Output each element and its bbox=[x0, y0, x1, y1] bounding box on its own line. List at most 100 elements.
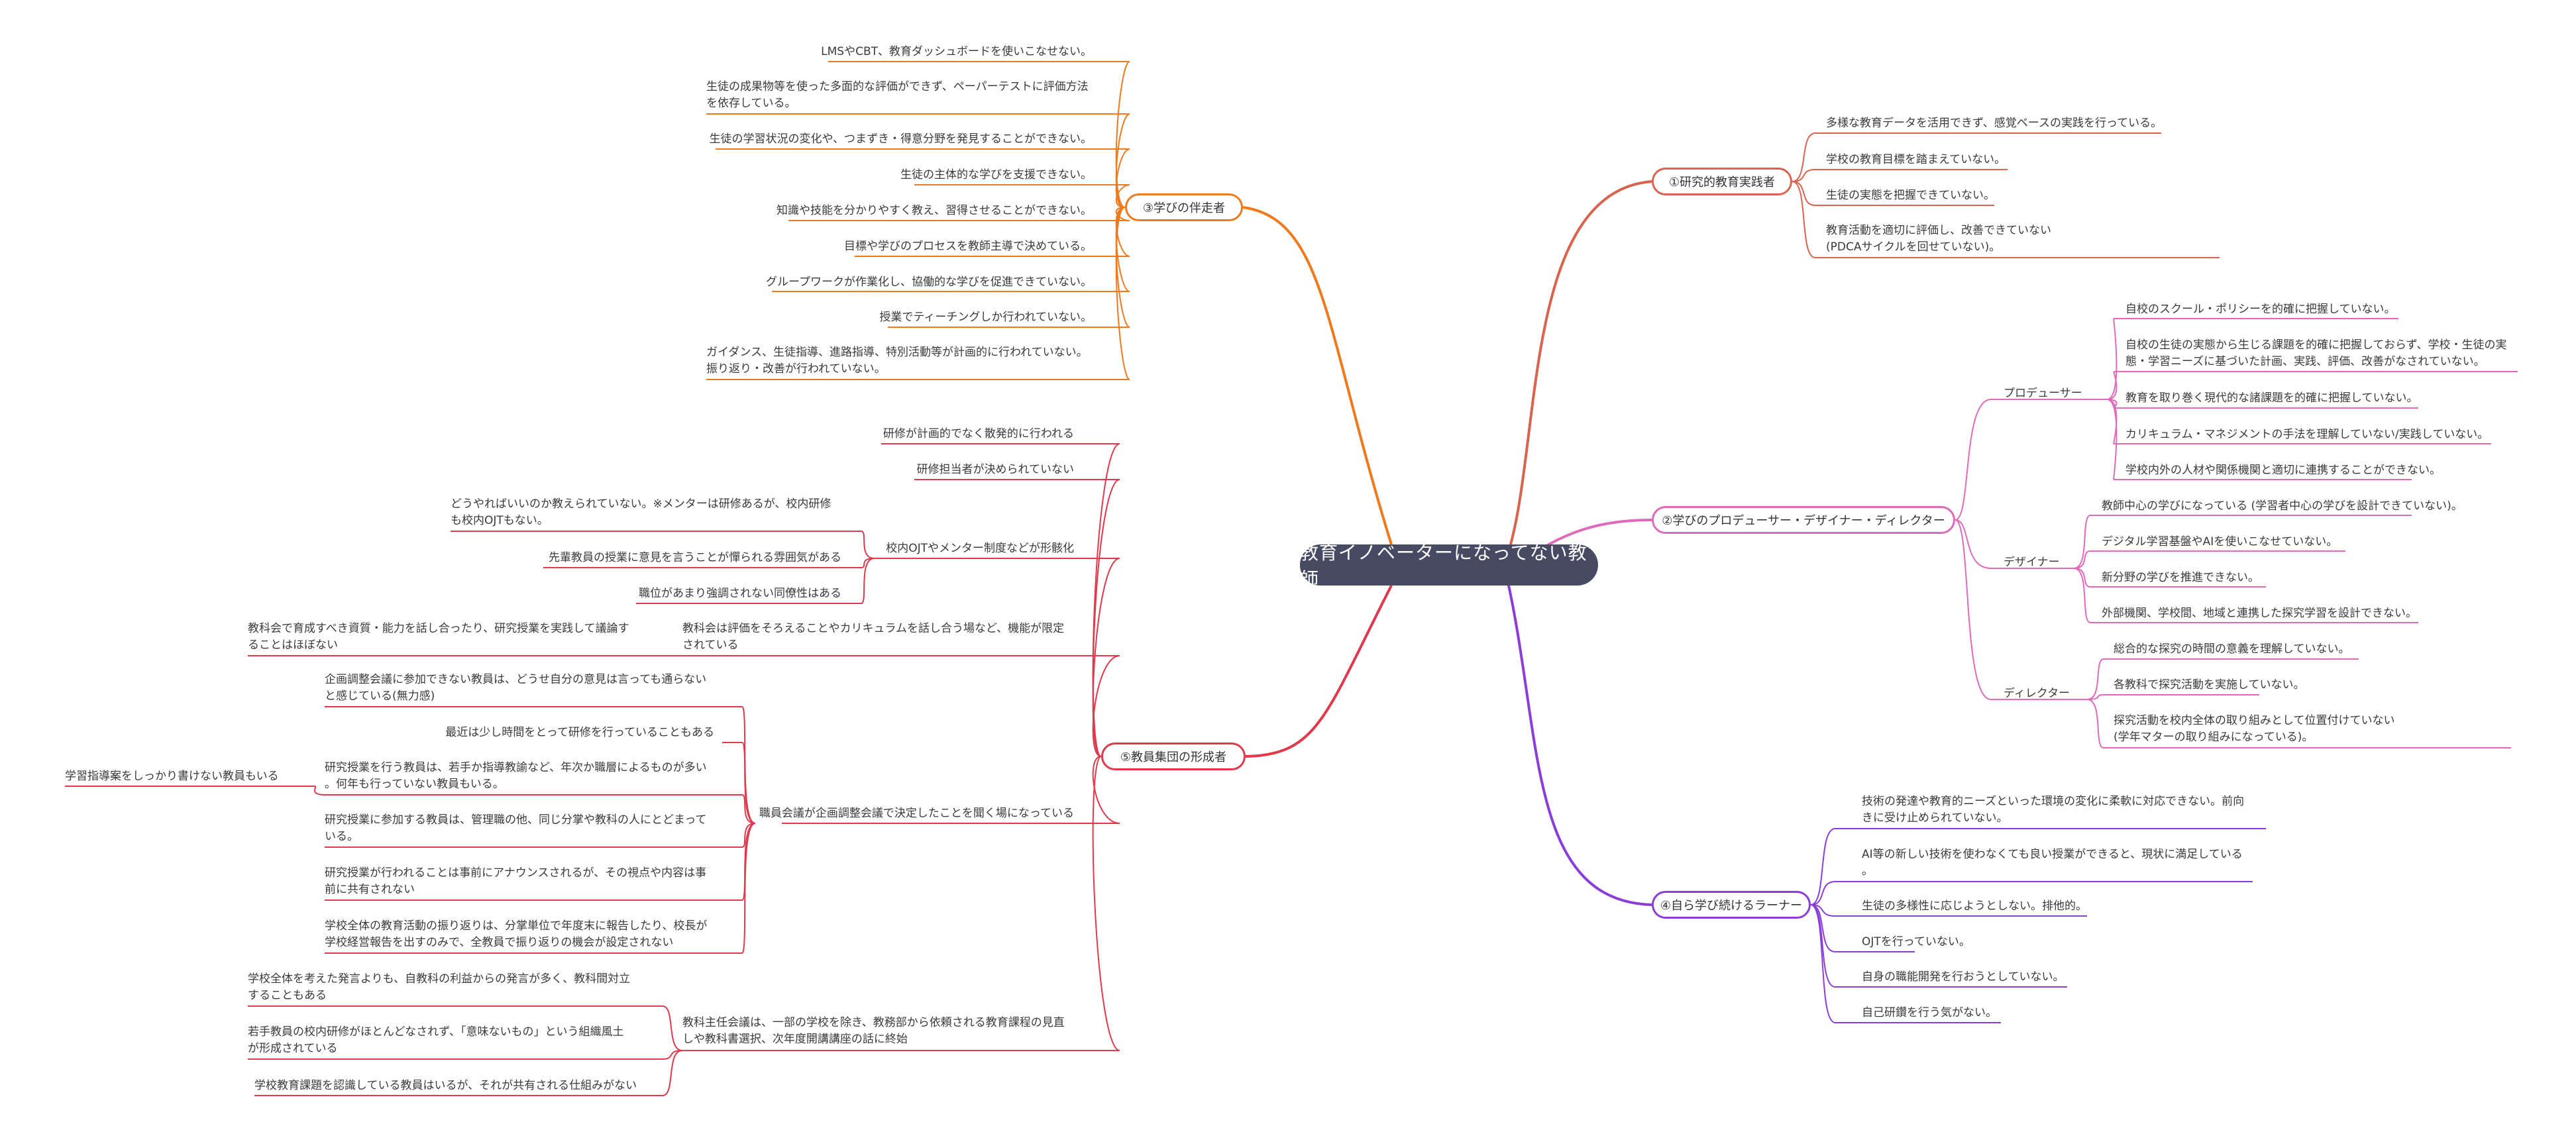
b4-item-3: 生徒の多様性に応じようとしない。排他的。 bbox=[1862, 899, 2087, 913]
connector bbox=[2106, 318, 2118, 400]
producer-item-2: 自校の生徒の実態から生じる課題を的確に把握しておらず、学校・生徒の実 態・学習ニ… bbox=[2125, 338, 2507, 368]
b3-item-9: ガイダンス、生徒指導、進路指導、特別活動等が計画的に行われていない。 振り返り・… bbox=[706, 346, 1088, 376]
connector bbox=[1092, 756, 1120, 824]
b3-item-7: グループワークが作業化し、協働的な学びを促進できていない。 bbox=[766, 276, 1092, 289]
connector bbox=[2073, 568, 2091, 623]
connector bbox=[1503, 564, 1652, 906]
b3-item-5: 知識や技能を分かりやすく教え、習得させることができない。 bbox=[777, 204, 1092, 217]
b3-item-4: 生徒の主体的な学びを支援できない。 bbox=[900, 168, 1092, 181]
connector bbox=[1115, 61, 1130, 208]
b5-ojt-label[interactable]: 校内OJTやメンター制度などが形骸化 bbox=[886, 542, 1074, 555]
connector bbox=[1092, 756, 1120, 1051]
b5-shokuin-label[interactable]: 職員会議が企画調整会議で決定したことを聞く場になっている bbox=[759, 807, 1074, 820]
director-item-2: 各教科で探究活動を実施していない。 bbox=[2114, 678, 2305, 691]
director-item-3: 探究活動を校内全体の取り組みとして位置付けていない (学年マターの取り組みになっ… bbox=[2114, 714, 2395, 744]
b5-shokuin-item-2: 最近は少し時間をとって研修を行っていることもある bbox=[445, 726, 714, 739]
b4-item-1: 技術の発達や教育的ニーズといった環境の変化に柔軟に対応できない。前向 きに受け止… bbox=[1862, 795, 2245, 825]
b5-item-2: 研修担当者が決められていない bbox=[916, 463, 1075, 476]
connector bbox=[1792, 132, 1816, 182]
connector bbox=[741, 823, 756, 848]
branch-faculty-builder[interactable]: ⑤教員集団の形成者 bbox=[1101, 742, 1246, 770]
connector bbox=[861, 558, 875, 604]
producer-item-1: 自校のスクール・ポリシーを的確に把握していない。 bbox=[2125, 303, 2396, 316]
sub-designer[interactable]: デザイナー bbox=[2004, 556, 2060, 569]
central-topic[interactable]: 教育イノベーターになってない教師 bbox=[1300, 542, 1598, 590]
branch-lifelong-learner[interactable]: ④自ら学び続けるラーナー bbox=[1652, 891, 1811, 919]
connector bbox=[2086, 694, 2104, 700]
b5-shunin-item-1: 学校全体を考えた発言よりも、自教科の利益からの発言が多く、教科間対立 することも… bbox=[248, 972, 631, 1002]
b5-shokuin-item-6: 学校全体の教育活動の振り返りは、分掌単位で年度末に報告したり、校長が 学校経営報… bbox=[325, 919, 708, 949]
connector bbox=[741, 794, 756, 824]
connector bbox=[1242, 206, 1393, 545]
b5-shokuin-item-4: 研究授業に参加する教員は、管理職の他、同じ分掌や教科の人にとどまって いる。 bbox=[325, 813, 707, 843]
connector bbox=[1810, 881, 1836, 905]
b5-ojt-item-3: 職位があまり強調されない同僚性はある bbox=[639, 587, 841, 600]
branch-research-practitioner[interactable]: ①研究的教育実践者 bbox=[1652, 168, 1792, 195]
connector bbox=[1503, 180, 1652, 566]
connector bbox=[1115, 207, 1130, 380]
connector bbox=[1792, 169, 1816, 182]
connector bbox=[1245, 585, 1393, 758]
connector bbox=[1092, 655, 1120, 757]
b1-item-3: 生徒の実態を把握できていない。 bbox=[1826, 189, 1995, 202]
connector bbox=[1792, 181, 1816, 206]
connector bbox=[1115, 148, 1130, 208]
b3-item-8: 授業でティーチングしか行われていない。 bbox=[879, 311, 1092, 324]
b3-item-6: 目標や学びのプロセスを教師主導で決めている。 bbox=[844, 240, 1092, 253]
director-item-1: 総合的な探究の時間の意義を理解していない。 bbox=[2114, 642, 2350, 656]
connector bbox=[741, 823, 756, 954]
b5-kyokakai-item-1: 教科会で育成すべき資質・能力を話し合ったり、研究授業を実践して議論す ることはほ… bbox=[248, 622, 629, 652]
connector bbox=[662, 1050, 683, 1060]
designer-item-3: 新分野の学びを推進できない。 bbox=[2102, 571, 2259, 584]
connector bbox=[1955, 519, 1992, 569]
connector bbox=[662, 1005, 683, 1051]
producer-item-3: 教育を取り巻く現代的な諸課題を的確に把握していない。 bbox=[2125, 391, 2418, 405]
connector bbox=[1092, 479, 1120, 757]
connector bbox=[741, 706, 756, 824]
designer-item-4: 外部機関、学校間、地域と連携した探究学習を設計できない。 bbox=[2102, 607, 2417, 620]
connector bbox=[1092, 443, 1120, 757]
sub-producer[interactable]: プロデューサー bbox=[2004, 387, 2082, 400]
b4-item-2: AI等の新しい技術を使わなくても良い授業ができると、現状に満足している 。 bbox=[1862, 848, 2243, 878]
branch-producer-designer-director[interactable]: ②学びのプロデューサー・デザイナー・ディレクター bbox=[1652, 506, 1955, 534]
connector bbox=[662, 1050, 683, 1096]
b3-item-3: 生徒の学習状況の変化や、つまずき・得意分野を発見することができない。 bbox=[709, 132, 1093, 146]
b5-shunin-label[interactable]: 教科主任会議は、一部の学校を除き、教務部から依頼される教育課程の見直 しや教科書… bbox=[682, 1016, 1065, 1046]
connector bbox=[314, 786, 325, 795]
connector bbox=[1115, 113, 1130, 208]
connector bbox=[2106, 371, 2118, 400]
b5-shokuin-item-1: 企画調整会議に参加できない教員は、どうせ自分の意見は言っても通らない と感じてい… bbox=[325, 673, 707, 703]
connector bbox=[1955, 519, 1992, 700]
b5-shokuin-item-5: 研究授業が行われることは事前にアナウンスされるが、その視点や内容は事 前に共有さ… bbox=[325, 866, 707, 896]
connector bbox=[2106, 399, 2118, 444]
connector bbox=[741, 742, 756, 824]
b4-item-5: 自身の職能開発を行おうとしていない。 bbox=[1862, 970, 2065, 984]
b1-item-2: 学校の教育目標を踏まえていない。 bbox=[1826, 153, 2006, 166]
b5-shunin-item-3: 学校教育課題を認識している教員はいるが、それが共有される仕組みがない bbox=[254, 1079, 637, 1092]
connector bbox=[1955, 399, 1992, 521]
connector bbox=[1792, 181, 1816, 258]
connector bbox=[1810, 828, 1836, 905]
designer-item-1: 教師中心の学びになっている (学習者中心の学びを設計できていない)。 bbox=[2102, 499, 2463, 513]
sub-director[interactable]: ディレクター bbox=[2004, 687, 2070, 700]
connector bbox=[2086, 658, 2104, 700]
producer-item-4: カリキュラム・マネジメントの手法を理解していない/実践していない。 bbox=[2125, 428, 2489, 441]
branch-learning-companion[interactable]: ③学びの伴走者 bbox=[1125, 193, 1243, 221]
b3-item-1: LMSやCBT、教育ダッシュボードを使いこなせない。 bbox=[821, 45, 1092, 58]
connector bbox=[861, 531, 875, 559]
b5-kyokakai-label[interactable]: 教科会は評価をそろえることやカリキュラムを話し合う場など、機能が限定 されている bbox=[682, 622, 1065, 652]
designer-item-2: デジタル学習基盤やAIを使いこなせていない。 bbox=[2102, 535, 2338, 548]
b3-item-2: 生徒の成果物等を使った多面的な評価ができず、ペーパーテストに評価方法 を依存して… bbox=[706, 80, 1089, 110]
b5-ojt-item-1: どうやればいいのか教えられていない。※メンターは研修あるが、校内研修 も校内OJ… bbox=[451, 497, 832, 527]
producer-item-5: 学校内外の人材や関係機関と適切に連携することができない。 bbox=[2125, 464, 2441, 477]
connector bbox=[2086, 699, 2104, 748]
b4-item-4: OJTを行っていない。 bbox=[1862, 935, 1970, 948]
connector bbox=[2106, 399, 2118, 480]
b1-item-1: 多様な教育データを活用できず、感覚ベースの実践を行っている。 bbox=[1826, 117, 2163, 130]
connector bbox=[2073, 550, 2091, 569]
connector bbox=[1810, 904, 1836, 1023]
b1-item-4: 教育活動を適切に評価し、改善できていない (PDCAサイクルを回せていない)。 bbox=[1826, 224, 2051, 254]
b5-item-1: 研修が計画的でなく散発的に行われる bbox=[883, 427, 1074, 440]
b5-shokuin-item-3: 研究授業を行う教員は、若手か指導教諭など、年次か職層によるものが多い 。何年も行… bbox=[325, 761, 707, 791]
